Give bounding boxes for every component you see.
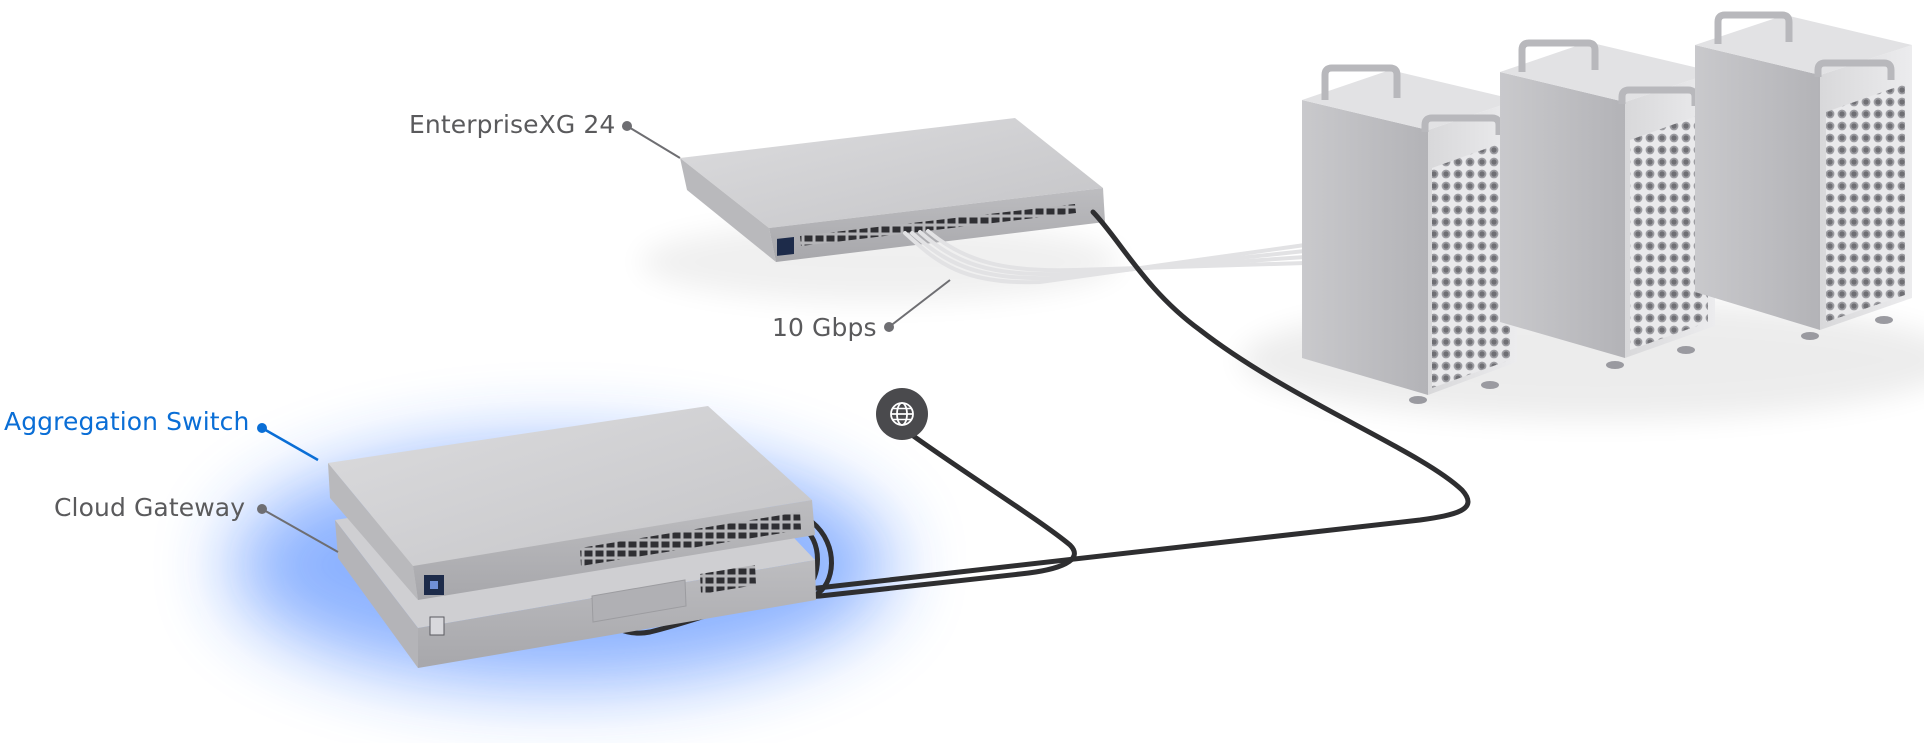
aggregation-stack <box>328 406 816 668</box>
server-tower-3 <box>1695 11 1912 340</box>
aggregation-switch-label: Aggregation Switch <box>4 407 250 436</box>
cloud-gateway-label: Cloud Gateway <box>54 493 246 522</box>
server-tower-2 <box>1500 39 1715 369</box>
enterprise-switch-label: EnterpriseXG 24 <box>409 110 616 139</box>
light-cables <box>903 229 1307 285</box>
leader-aggregation <box>257 423 319 462</box>
server-tower-1 <box>1302 64 1517 404</box>
leader-enterprise <box>622 121 681 159</box>
leader-cloud-gateway <box>257 504 339 553</box>
enterprise-switch <box>680 118 1105 262</box>
leader-10g <box>884 279 951 332</box>
internet-badge <box>876 388 928 440</box>
link-speed-label: 10 Gbps <box>772 313 877 342</box>
globe-icon <box>890 402 914 426</box>
